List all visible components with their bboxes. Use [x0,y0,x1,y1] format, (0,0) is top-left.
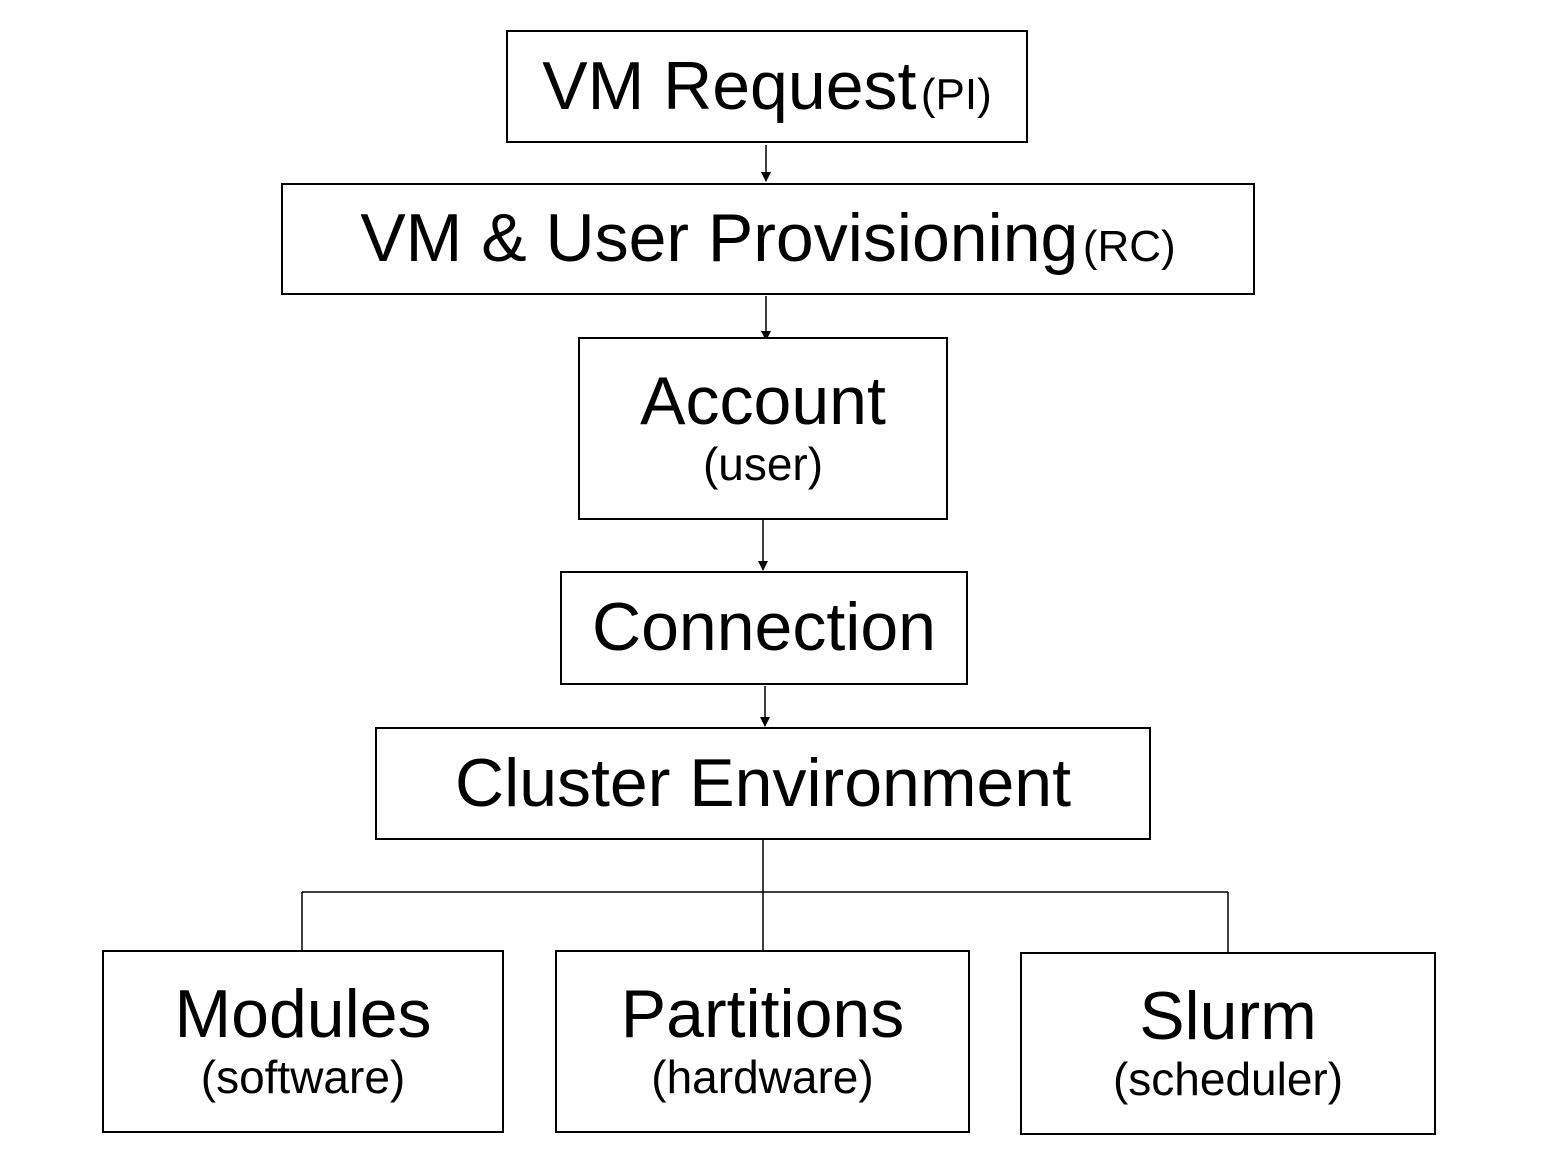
node-modules: Modules (software) [102,950,504,1133]
node-vm-request-label: VM Request (PI) [542,47,992,124]
node-cluster-environment: Cluster Environment [375,727,1151,840]
node-connection: Connection [560,571,968,685]
node-vm-user-provisioning: VM & User Provisioning (RC) [281,183,1255,295]
node-connection-title: Connection [591,589,937,666]
node-vm-request-title: VM Request [542,47,917,124]
node-vm-user-provisioning-title: VM & User Provisioning [360,200,1079,277]
node-account-subtitle: (user) [702,437,824,490]
node-slurm-subtitle: (scheduler) [1112,1052,1344,1105]
node-account: Account (user) [578,337,948,520]
node-partitions-title: Partitions [620,976,905,1053]
node-partitions-subtitle: (hardware) [651,1050,874,1103]
node-vm-user-provisioning-role: (RC) [1082,222,1176,272]
node-partitions: Partitions (hardware) [555,950,970,1133]
node-modules-subtitle: (software) [200,1050,406,1103]
node-vm-request: VM Request (PI) [506,30,1028,143]
node-modules-title: Modules [174,976,432,1053]
node-cluster-environment-title: Cluster Environment [454,744,1072,821]
node-vm-request-role: (PI) [920,69,992,119]
node-vm-user-provisioning-label: VM & User Provisioning (RC) [360,203,1175,274]
node-slurm: Slurm (scheduler) [1020,952,1436,1135]
node-account-title: Account [640,363,886,440]
node-slurm-title: Slurm [1139,978,1317,1055]
